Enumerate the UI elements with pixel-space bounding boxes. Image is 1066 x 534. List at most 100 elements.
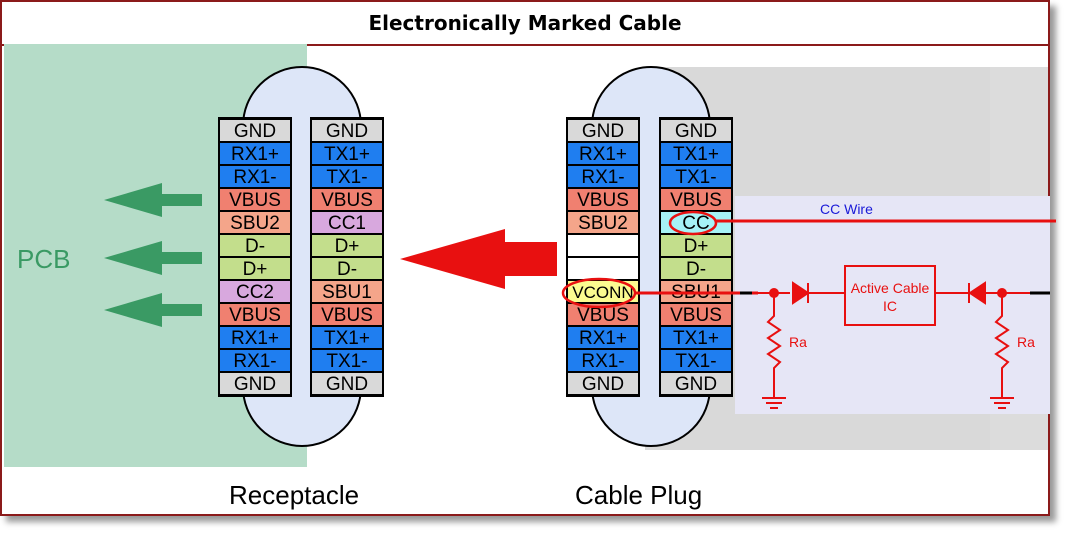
plug-right-pin-label: TX1- [675, 351, 716, 372]
diode-left [792, 281, 810, 305]
plug-left-pin-label: SBU2 [578, 213, 628, 234]
active-cable-ic-label-line1: Active Cable [851, 280, 930, 296]
plug-right-pin-label: TX1+ [673, 328, 719, 349]
receptacle-right-pin-label: VBUS [321, 305, 373, 326]
ra-label-right: Ra [1017, 334, 1035, 350]
plug-left-pin-cell [568, 350, 638, 371]
plug-right-pin-label: VBUS [670, 190, 722, 211]
cc-wire-label: CC Wire [820, 201, 873, 217]
receptacle-left-pin-label: GND [234, 121, 276, 142]
receptacle-right-pin-label: TX1- [326, 167, 367, 188]
receptacle-label: Receptacle [229, 480, 360, 510]
receptacle-left-pin-cell [220, 304, 290, 325]
plug-right-pin-label: VBUS [670, 305, 722, 326]
plug-left-pin-label: RX1+ [579, 144, 627, 165]
active-cable-ic-box [844, 265, 936, 326]
receptacle-right-pin-label: D- [337, 259, 357, 280]
receptacle-left-pin-cell [220, 373, 290, 394]
receptacle-right-pin-cell [312, 189, 382, 210]
receptacle-left-pin-label: GND [234, 374, 276, 395]
receptacle-right-pin-cell [312, 350, 382, 371]
pcb-label: PCB [17, 244, 70, 274]
plug-left-pin-cell [568, 235, 638, 256]
plug-left-pin-cell [568, 281, 638, 302]
receptacle-left-pin-label: SBU2 [230, 213, 280, 234]
receptacle-right-pin-label: TX1+ [324, 328, 370, 349]
plug-left-pin-cell [568, 327, 638, 348]
plug-right-pin-label: GND [675, 374, 717, 395]
receptacle-left-pin-cell [220, 189, 290, 210]
receptacle-right-pin-label: GND [326, 121, 368, 142]
receptacle-right-pin-label: CC1 [328, 213, 366, 234]
receptacle-right-pin-label: TX1+ [324, 144, 370, 165]
plug-right-pin-label: GND [675, 121, 717, 142]
receptacle-right-pin-cell [312, 281, 382, 302]
plug-right-pin-cell [661, 350, 731, 371]
pcb-arrows [104, 183, 202, 327]
receptacle-left-pin-label: CC2 [236, 282, 274, 303]
ra-label-left: Ra [789, 334, 807, 350]
resistor-right [994, 293, 1010, 398]
plug-left-pin-label: RX1+ [579, 328, 627, 349]
receptacle-left-pin-label: VBUS [229, 190, 281, 211]
receptacle-left-pin-cell [220, 235, 290, 256]
plug-right-pin-cell [661, 189, 731, 210]
plug-left-pin-label: GND [582, 374, 624, 395]
plug-left-pin-label: RX1- [581, 167, 624, 188]
receptacle-left-pin-label: RX1- [233, 167, 276, 188]
plug-right-pin-cell [661, 166, 731, 187]
plug-left-pin-label: VBUS [577, 190, 629, 211]
receptacle-left-pin-label: RX1+ [231, 328, 279, 349]
pcb-arrow-middle [104, 241, 202, 275]
receptacle-right-pin-cell [312, 373, 382, 394]
receptacle-right-pin-cell [312, 258, 382, 279]
cable-plug-label: Cable Plug [575, 480, 703, 510]
active-cable-circuit [740, 265, 1050, 409]
receptacle-left-pin-cell [220, 327, 290, 348]
plug-left-pin-label: GND [582, 121, 624, 142]
plug-right-pin-label: D- [686, 259, 706, 280]
plug-left-pin-cell [568, 189, 638, 210]
active-cable-ic-label-line2: IC [883, 298, 897, 314]
plug-right-pin-cell [661, 304, 731, 325]
receptacle-right-pin-cell [312, 235, 382, 256]
plug-left-pin-label: VBUS [577, 305, 629, 326]
receptacle-left-pin-cell [220, 258, 290, 279]
resistor-left [766, 293, 782, 398]
receptacle-left-pin-cell [220, 212, 290, 233]
plug-left-pin-cell [568, 258, 638, 279]
plug-left-pin-label: VCONN [572, 283, 633, 302]
receptacle-right-pin-label: TX1- [326, 351, 367, 372]
receptacle-right-pin-label: VBUS [321, 190, 373, 211]
receptacle-right-pin-cell [312, 143, 382, 164]
mating-arrow [400, 229, 557, 289]
plug-right-pin-cell [661, 327, 731, 348]
plug-right-pin-label: CC [682, 213, 709, 234]
receptacle-left-pin-label: D+ [243, 259, 268, 280]
receptacle-left-pin-label: RX1+ [231, 144, 279, 165]
plug-right-pin-cell [661, 235, 731, 256]
receptacle-right-pin-cell [312, 212, 382, 233]
plug-left-pin-cell [568, 373, 638, 394]
plug-right-pin-label: TX1+ [673, 144, 719, 165]
receptacle-left-pin-cell [220, 281, 290, 302]
receptacle-right-pin-label: D+ [335, 236, 360, 257]
plug-left-pin-cell [568, 212, 638, 233]
plug-right-pin-cell [661, 258, 731, 279]
plug-right-pin-label: TX1- [675, 167, 716, 188]
receptacle-right-pin-label: GND [326, 374, 368, 395]
plug-left-pin-cell [568, 166, 638, 187]
receptacle-right-pin-label: SBU1 [322, 282, 372, 303]
plug-right-pin-cell [661, 120, 731, 141]
receptacle-left-pin-label: RX1- [233, 351, 276, 372]
plug-right-pin-cell [661, 373, 731, 394]
pcb-arrow-top [104, 183, 202, 217]
plug-right-pin-cell [661, 143, 731, 164]
plug-left-pin-label: RX1- [581, 351, 624, 372]
receptacle-right-pin-cell [312, 304, 382, 325]
pcb-arrow-bottom [104, 293, 202, 327]
receptacle-right-pin-cell [312, 120, 382, 141]
plug-left-pin-cell [568, 120, 638, 141]
plug-left-pin-cell [568, 143, 638, 164]
